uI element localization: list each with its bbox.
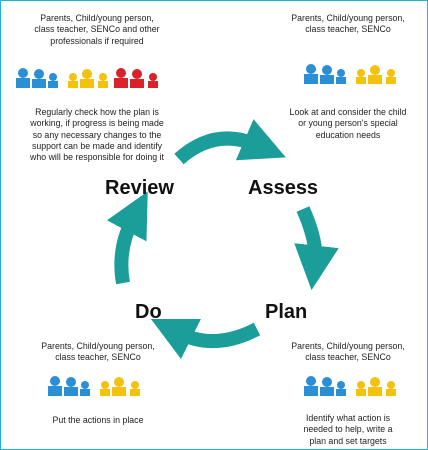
family-blue-icon (304, 64, 346, 84)
arrow-do-to-review (106, 191, 148, 285)
family-yellow-icon (68, 69, 108, 88)
review-participants-icons (16, 68, 158, 88)
do-participants-icons (48, 376, 140, 396)
arrow-assess-to-plan (294, 206, 339, 291)
assess-people-text: Parents, Child/young person, class teach… (291, 13, 405, 35)
review-label: Review (105, 177, 174, 199)
family-yellow-icon (356, 65, 396, 84)
review-description: Regularly check how the plan is working,… (30, 107, 164, 163)
plan-people-text: Parents, Child/young person, class teach… (291, 341, 405, 363)
arrow-plan-to-do (150, 318, 261, 360)
review-people-text: Parents, Child/young person, class teach… (34, 13, 160, 46)
plan-label: Plan (265, 301, 308, 323)
family-blue-icon (16, 68, 58, 88)
arrow-review-to-assess (174, 119, 286, 165)
family-red-icon (114, 68, 158, 88)
assess-description: Look at and consider the child or young … (289, 107, 407, 140)
family-yellow-icon (100, 377, 140, 396)
do-label: Do (135, 301, 162, 323)
assess-participants-icons (304, 64, 396, 84)
assess-label: Assess (248, 177, 319, 199)
family-blue-icon (304, 376, 346, 396)
do-description: Put the actions in place (52, 415, 144, 425)
family-yellow-icon (356, 377, 396, 396)
do-people-text: Parents, Child/young person, class teach… (41, 341, 155, 363)
plan-participants-icons (304, 376, 396, 396)
plan-description: Identify what action is needed to help, … (303, 413, 393, 446)
family-blue-icon (48, 376, 90, 396)
